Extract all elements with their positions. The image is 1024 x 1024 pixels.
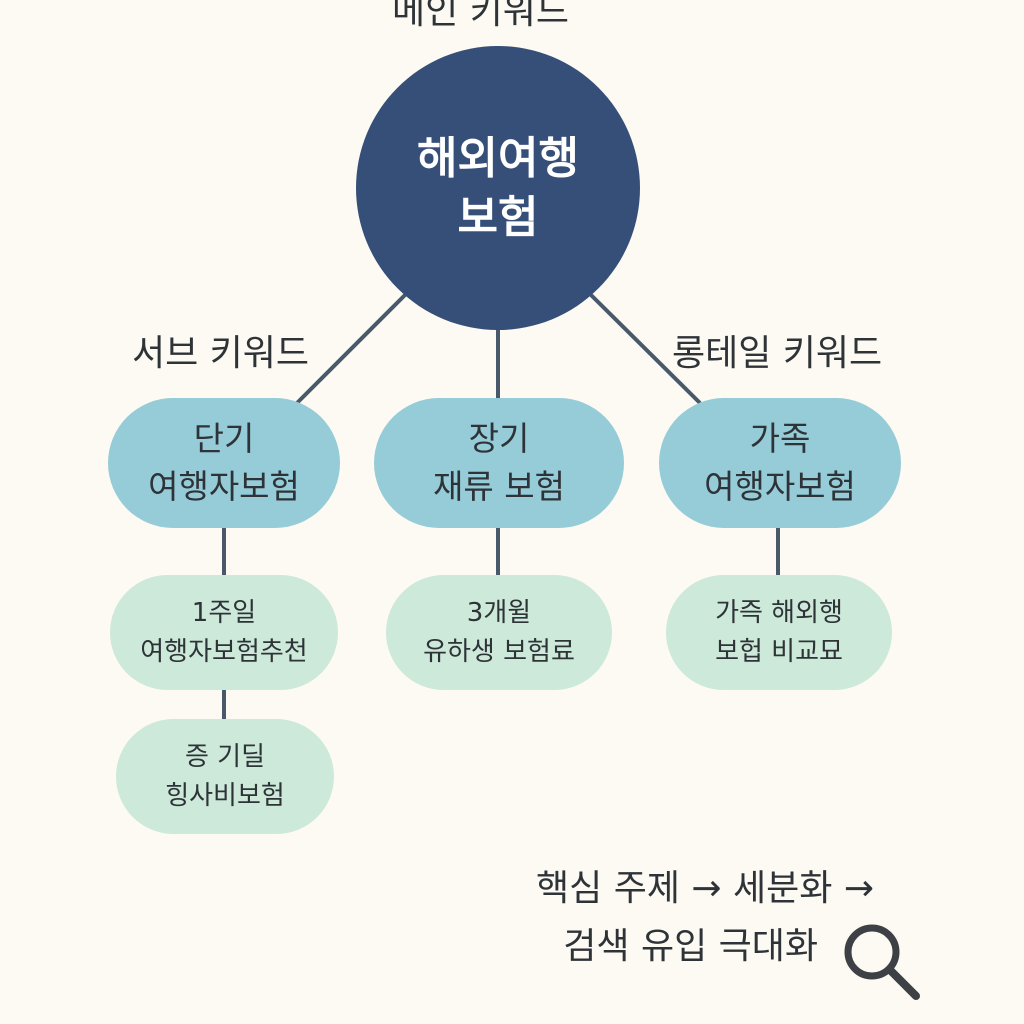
- leaf-node-line1: 증 기딜: [184, 741, 266, 772]
- sub-node-line2: 재류 보험: [433, 467, 565, 506]
- sub-keyword-label: 서브 키워드: [132, 333, 310, 374]
- leaf-node-line1: 1주일: [191, 597, 257, 628]
- leaf-node-second-tier: 증 기딜 힝사비보험: [116, 719, 334, 834]
- connector-main-sub3: [588, 292, 702, 405]
- leaf-node-family-compare: 가즉 해외행 보헙 비교묘: [666, 575, 892, 690]
- sub-node-line2: 여행자보험: [704, 467, 856, 506]
- sub-node-short-term: 단기 여행자보험: [108, 398, 340, 528]
- leaf-node-three-month: 3개윌 유하생 보험료: [386, 575, 612, 690]
- leaf-node-one-week: 1주일 여행자보험추천: [110, 575, 338, 690]
- sub-node-family: 가족 여행자보험: [659, 398, 901, 528]
- leaf-node-line2: 여행자보험추천: [140, 636, 308, 667]
- sub-node-line1: 단기: [193, 419, 255, 459]
- longtail-keyword-label: 롱테일 키워드: [672, 333, 883, 374]
- connector-main-sub1: [295, 292, 408, 405]
- leaf-node-line1: 가즉 해외행: [715, 597, 843, 628]
- search-icon: [844, 924, 920, 1000]
- leaf-node-line2: 힝사비보험: [165, 780, 285, 811]
- leaf-node-line2: 유하생 보험료: [423, 636, 575, 667]
- leaf-node-line1: 3개윌: [466, 597, 532, 628]
- main-keyword-label: 메인 키워드: [392, 0, 570, 32]
- sub-node-line2: 여행자보험: [148, 467, 300, 506]
- summary-text: 핵심 주제 → 세분화 → 검색 유입 극대화: [536, 860, 874, 975]
- sub-node-line1: 장기: [468, 419, 530, 459]
- summary-line2: 검색 유입 극대화: [563, 925, 818, 967]
- main-keyword-node: 해외여행 보험: [356, 46, 640, 330]
- summary-line1: 핵심 주제 → 세분화 →: [536, 868, 874, 909]
- leaf-node-line2: 보헙 비교묘: [715, 636, 843, 667]
- main-node-line2: 보험: [457, 192, 539, 243]
- sub-node-long-term: 장기 재류 보험: [374, 398, 624, 528]
- sub-node-line1: 가족: [749, 419, 811, 459]
- main-node-line1: 해외여행: [417, 132, 579, 184]
